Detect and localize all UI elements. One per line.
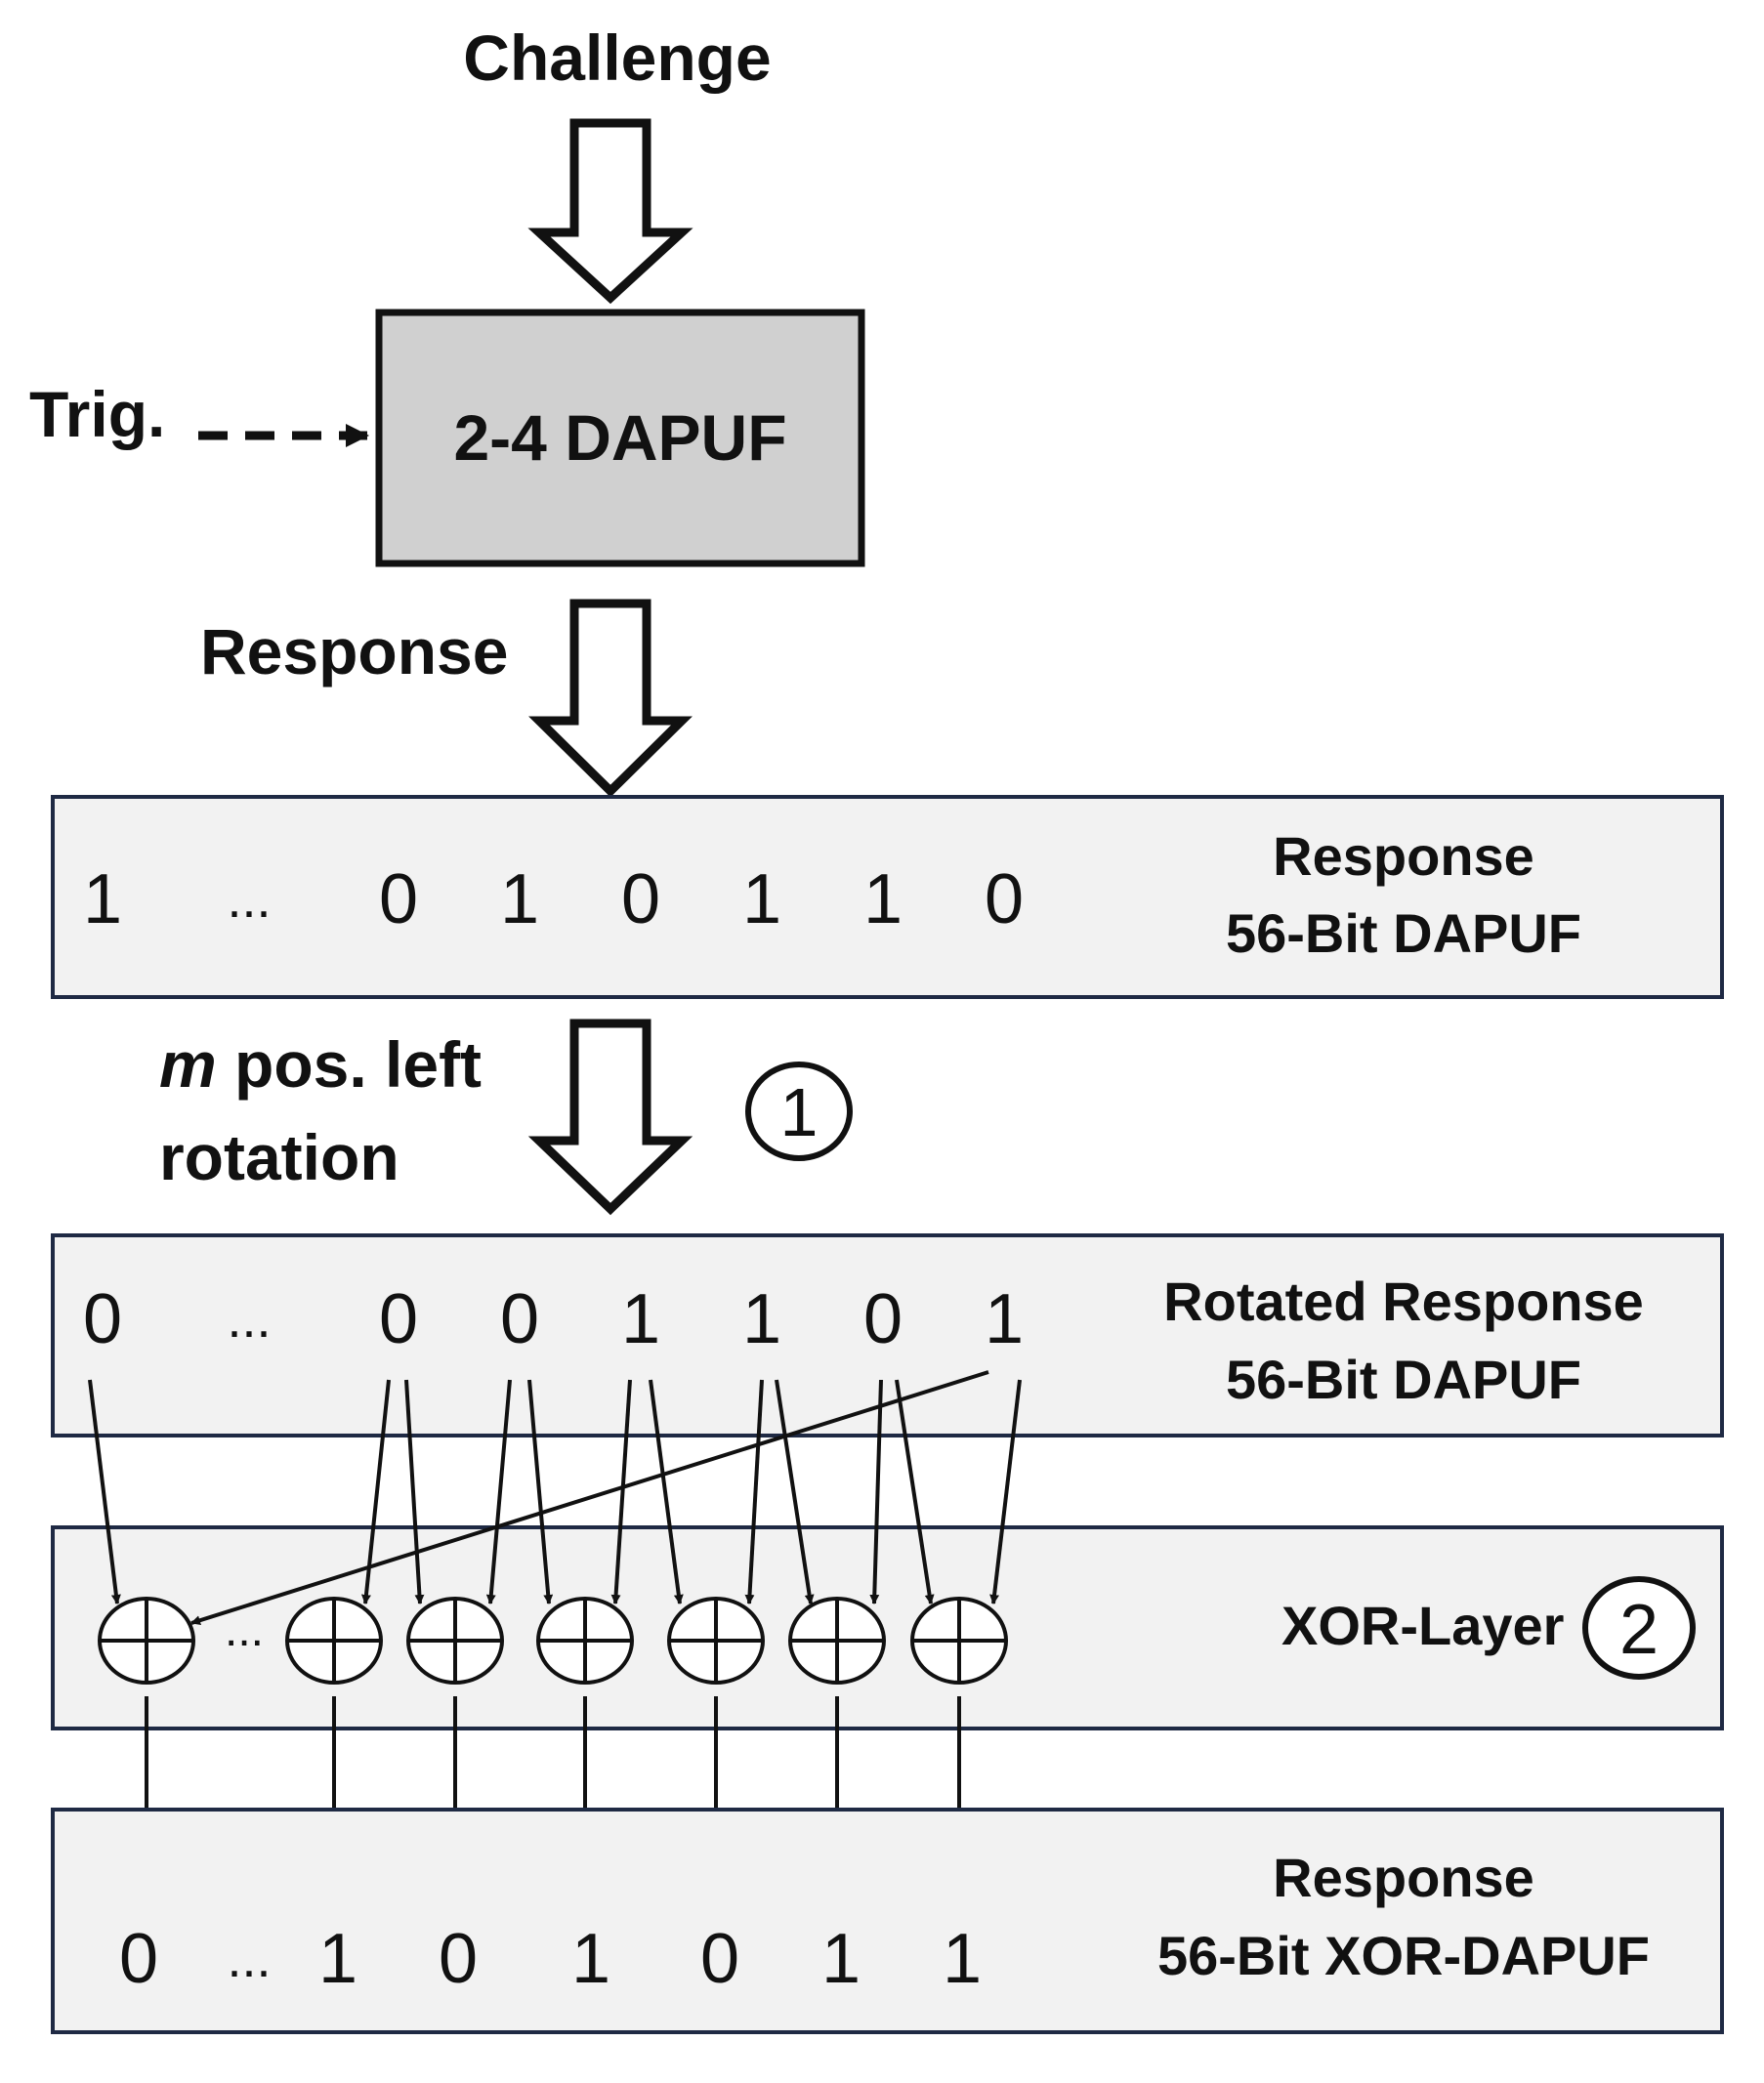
xor-input-arrows xyxy=(88,1370,1022,1626)
bit-value: 0 xyxy=(985,860,1024,938)
response-row-panel xyxy=(51,795,1724,999)
xor-input-arrow xyxy=(404,1379,425,1604)
xor-input-arrow xyxy=(989,1379,1022,1604)
bit-value: 1 xyxy=(742,1280,781,1358)
rotated-row-subtitle: 56-Bit DAPUF xyxy=(1226,1349,1581,1410)
bit-value: 0 xyxy=(379,860,418,938)
bit-value: 0 xyxy=(500,1280,539,1358)
xor-input-arrow xyxy=(527,1379,554,1604)
xor-row-title: XOR-Layer xyxy=(1281,1595,1564,1656)
challenge-arrow xyxy=(527,118,693,305)
challenge-label: Challenge xyxy=(463,21,771,94)
response-row-title: Response xyxy=(1273,825,1534,887)
bit-value: 1 xyxy=(621,1280,660,1358)
xor-gate-icon xyxy=(406,1597,504,1685)
bit-value: 1 xyxy=(943,1920,982,1998)
bit-ellipsis: ... xyxy=(227,1290,271,1349)
rotation-arrow xyxy=(527,1019,693,1216)
xor-input-arrow xyxy=(775,1379,815,1604)
response-bits: 1... 0 1 0 1 1 0 xyxy=(83,860,1024,938)
step-2-number: 2 xyxy=(1619,1591,1659,1669)
rotation-label-line2: rotation xyxy=(159,1121,399,1193)
rotation-label-line1: m pos. left xyxy=(159,1028,482,1101)
xor-gate-icon xyxy=(98,1597,195,1685)
dapuf-block-label: 2-4 DAPUF xyxy=(453,401,786,474)
bit-value: 0 xyxy=(700,1920,739,1998)
bit-value: 0 xyxy=(439,1920,478,1998)
xor-input-arrow xyxy=(649,1379,684,1604)
xor-gates xyxy=(98,1597,1008,1685)
xor-gate-icon xyxy=(788,1597,886,1685)
rotation-m: m xyxy=(159,1028,217,1101)
output-row-title: Response xyxy=(1273,1847,1534,1908)
xor-input-arrow xyxy=(190,1370,989,1626)
output-row-subtitle: 56-Bit XOR-DAPUF xyxy=(1157,1925,1650,1986)
bit-value: 1 xyxy=(863,860,903,938)
response-arrow xyxy=(528,599,693,798)
bit-value: 1 xyxy=(500,860,539,938)
xor-gate-icon xyxy=(285,1597,383,1685)
bit-value: 0 xyxy=(379,1280,418,1358)
xor-input-arrow xyxy=(610,1379,632,1604)
rotated-bits: 0... 0 0 1 1 0 1 xyxy=(83,1280,1024,1358)
output-row-panel xyxy=(51,1808,1724,2034)
bit-value: 1 xyxy=(83,860,122,938)
bit-value: 1 xyxy=(821,1920,861,1998)
rotation-rest: pos. left xyxy=(217,1028,482,1101)
dapuf-block xyxy=(375,309,865,567)
bit-ellipsis: ... xyxy=(227,1930,271,1988)
bit-value: 0 xyxy=(621,860,660,938)
xor-input-arrow xyxy=(485,1379,512,1604)
step-2-circle xyxy=(1582,1576,1696,1680)
bit-value: 1 xyxy=(318,1920,357,1998)
response-row-subtitle: 56-Bit DAPUF xyxy=(1226,902,1581,964)
step-1-number: 1 xyxy=(780,1074,819,1150)
xor-input-arrow xyxy=(88,1379,121,1604)
trigger-label: Trig. xyxy=(29,378,165,450)
xor-ellipsis: ... xyxy=(225,1604,264,1656)
response-label: Response xyxy=(200,615,508,687)
bit-value: 1 xyxy=(985,1280,1024,1358)
bit-value: 0 xyxy=(83,1280,122,1358)
step-1-circle xyxy=(745,1062,853,1161)
bit-value: 0 xyxy=(119,1920,158,1998)
bit-value: 1 xyxy=(742,860,781,938)
xor-gate-icon xyxy=(667,1597,765,1685)
xor-gate-icon xyxy=(910,1597,1008,1685)
xor-gate-icon xyxy=(536,1597,634,1685)
rotated-row-title: Rotated Response xyxy=(1163,1271,1644,1332)
xor-input-arrow xyxy=(744,1379,764,1604)
bit-ellipsis: ... xyxy=(227,870,271,929)
xor-input-arrow xyxy=(869,1379,883,1604)
bit-value: 0 xyxy=(863,1280,903,1358)
output-bits: 0... 1 0 1 0 1 1 xyxy=(119,1920,982,1998)
xor-input-arrow xyxy=(895,1379,935,1604)
bit-value: 1 xyxy=(571,1920,610,1998)
